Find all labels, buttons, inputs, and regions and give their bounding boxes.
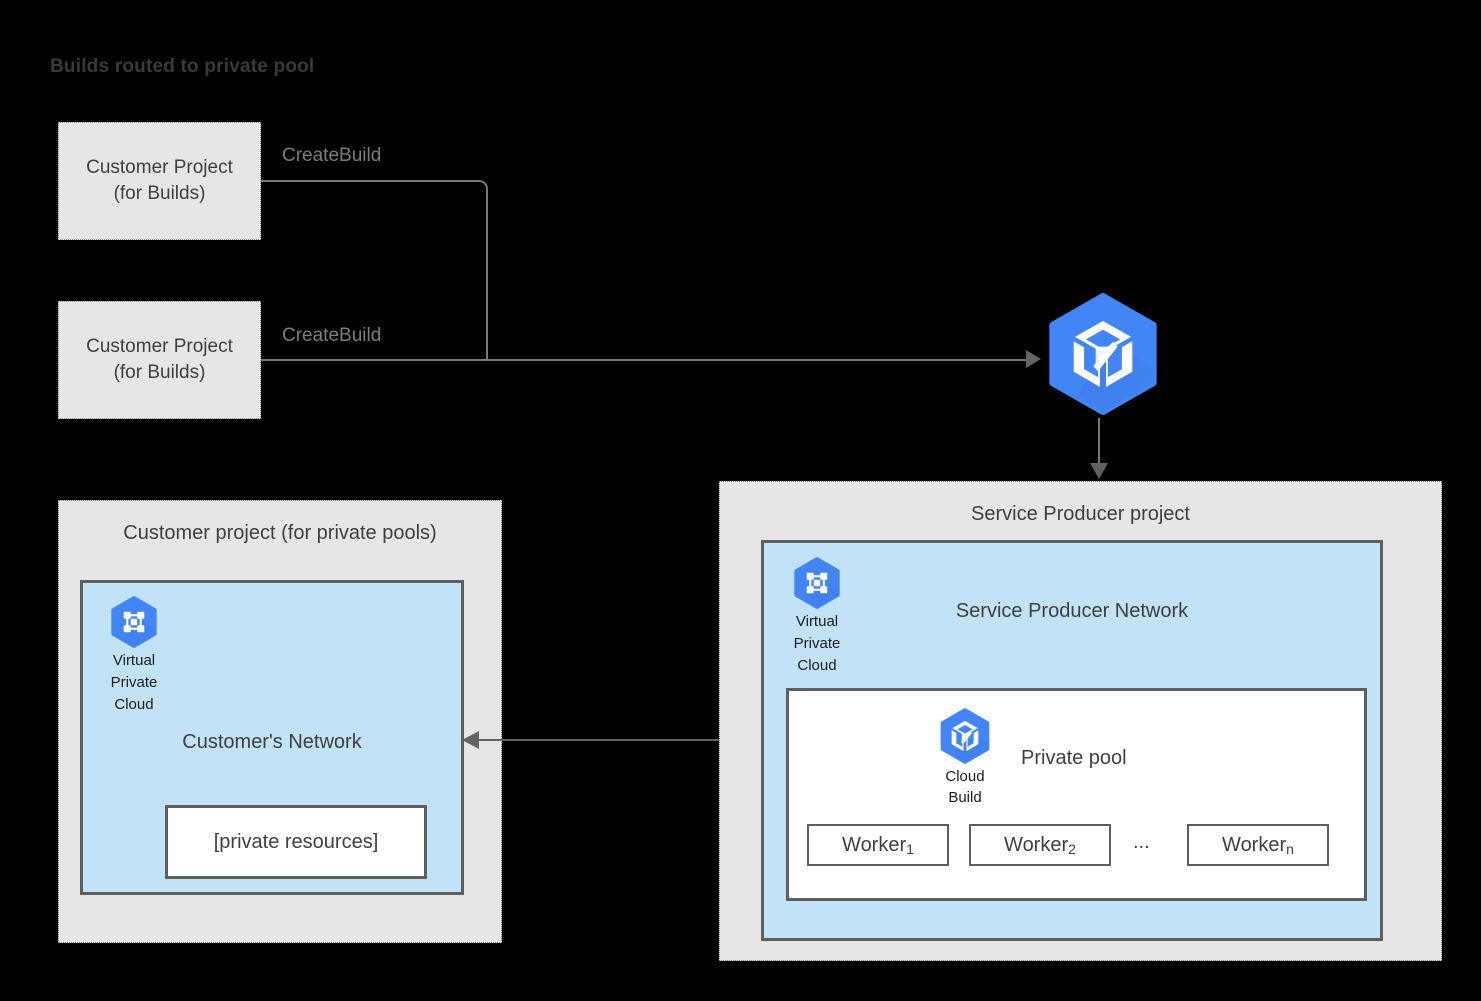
producer-vpc-caption-line2: Private — [793, 635, 841, 652]
build-box-1-line1: Customer Project — [86, 157, 233, 178]
connector-line-build2-horizontal — [261, 359, 1034, 361]
customers-network-title: Customer's Network — [182, 731, 362, 753]
network-peering-link-line — [478, 739, 754, 741]
build-box-1-text: Customer Project (for Builds) — [86, 155, 233, 207]
worker-box-1[interactable]: Worker1 — [807, 824, 949, 866]
customer-vpc-caption: Virtual Private Cloud — [97, 650, 171, 716]
customer-build-project-box-2[interactable]: Customer Project (for Builds) — [58, 301, 261, 419]
worker-1-label: Worker1 — [842, 833, 914, 857]
service-producer-network-box[interactable]: Virtual Private Cloud Service Producer N… — [761, 540, 1383, 941]
virtual-private-cloud-icon — [97, 595, 171, 649]
private-pool-box[interactable]: Cloud Build Private pool Worker1 Worker2… — [786, 688, 1367, 901]
arrow-head-to-service-producer-project — [1090, 463, 1108, 479]
customer-vpc-caption-line1: Virtual — [112, 652, 156, 669]
service-producer-project-panel[interactable]: Service Producer project — [719, 481, 1442, 961]
build-box-2-line1: Customer Project — [86, 336, 233, 357]
worker-box-n[interactable]: Workern — [1187, 824, 1329, 866]
arrow-head-to-cloud-build-icon — [1026, 350, 1041, 368]
createbuild-label-1: CreateBuild — [282, 145, 382, 166]
connector-line-cloudbuild-to-producer — [1098, 418, 1100, 466]
worker-box-2[interactable]: Worker2 — [969, 824, 1111, 866]
worker-n-label: Workern — [1222, 833, 1294, 857]
service-producer-project-title: Service Producer project — [971, 503, 1190, 525]
producer-vpc-caption: Virtual Private Cloud — [780, 611, 854, 677]
build-box-1-line2: (for Builds) — [113, 183, 206, 204]
customer-vpc-caption-line2: Private — [110, 674, 158, 691]
customer-build-project-box-1[interactable]: Customer Project (for Builds) — [58, 122, 261, 240]
producer-vpc-group: Virtual Private Cloud — [780, 556, 854, 677]
worker-2-label: Worker2 — [1004, 833, 1076, 857]
page-title: Builds routed to private pool — [50, 56, 315, 77]
connector-line-build1-horizontal — [261, 180, 480, 182]
virtual-private-cloud-icon — [780, 556, 854, 610]
customers-network-box[interactable]: Virtual Private Cloud Customer's Network… — [80, 580, 464, 895]
cloud-build-caption-line2: Build — [948, 789, 982, 806]
cloud-build-caption: Cloud Build — [933, 766, 997, 808]
service-producer-network-title: Service Producer Network — [955, 600, 1189, 622]
private-pool-title: Private pool — [1021, 747, 1127, 769]
private-resources-label: [private resources] — [213, 830, 379, 853]
private-pool-cloud-build-group: Cloud Build — [933, 707, 997, 808]
cloud-build-icon — [933, 707, 997, 765]
createbuild-label-2: CreateBuild — [282, 325, 382, 346]
network-link-arrow-left — [462, 731, 479, 749]
private-resources-box[interactable]: [private resources] — [165, 805, 427, 879]
worker-ellipsis: ... — [1133, 831, 1150, 853]
customer-private-pools-project-title: Customer project (for private pools) — [123, 522, 437, 544]
build-box-2-line2: (for Builds) — [113, 362, 206, 383]
connector-line-build1-vertical — [486, 192, 488, 360]
cloud-build-caption-line1: Cloud — [945, 768, 985, 785]
connector-corner-build1 — [472, 180, 488, 196]
customer-vpc-caption-line3: Cloud — [114, 696, 154, 713]
customer-private-pools-project-panel[interactable]: Customer project (for private pools) — [58, 500, 502, 943]
build-box-2-text: Customer Project (for Builds) — [86, 334, 233, 386]
producer-vpc-caption-line1: Virtual — [795, 613, 839, 630]
producer-vpc-caption-line3: Cloud — [797, 657, 837, 674]
cloud-build-icon[interactable] — [1042, 293, 1164, 416]
customer-vpc-group: Virtual Private Cloud — [97, 595, 171, 716]
